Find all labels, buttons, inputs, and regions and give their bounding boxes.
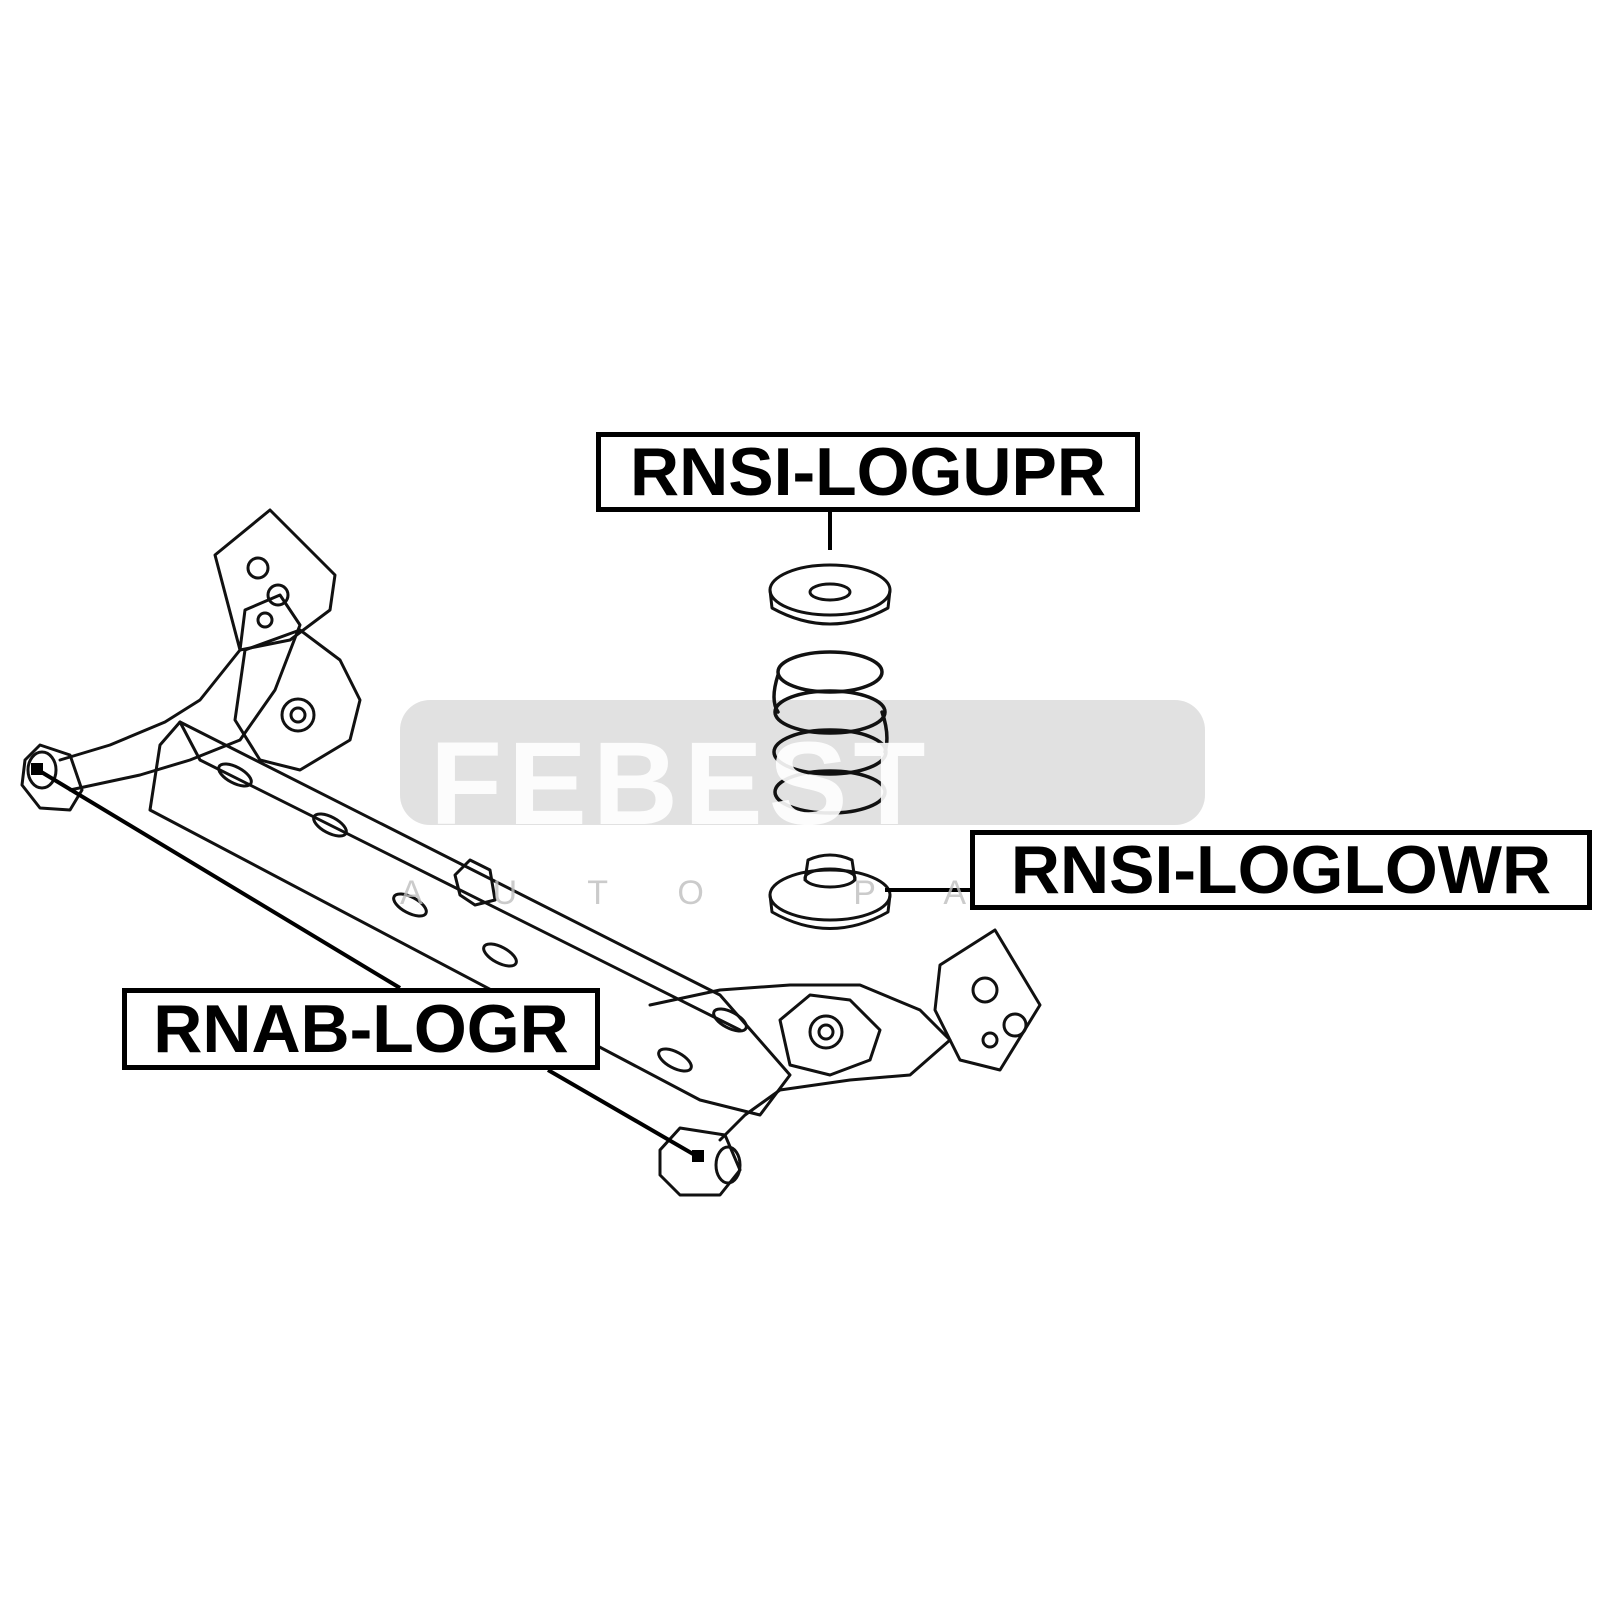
upper-spring-insulator <box>768 563 892 626</box>
bracket-hole <box>246 556 270 580</box>
beam-slot <box>482 942 518 968</box>
bracket-hole <box>981 1031 999 1049</box>
beam-slot <box>312 812 348 838</box>
left-bracket-plate <box>213 508 337 652</box>
bracket-hole <box>256 611 274 629</box>
left-seat-hole <box>280 697 316 733</box>
part-label-upper-insulator: RNSI-LOGUPR <box>596 432 1140 512</box>
center-clip <box>453 858 497 907</box>
watermark-logo: FEBEST <box>430 718 932 850</box>
beam-slot <box>392 892 428 918</box>
bracket-hole <box>1002 1012 1028 1038</box>
lower-spring-insulator <box>768 853 892 930</box>
bracket-hole <box>971 976 999 1004</box>
leader-end-marker-right <box>692 1150 704 1162</box>
left-seat-hole-inner <box>289 706 307 724</box>
right-seat-hole-inner <box>817 1023 835 1041</box>
part-label-lower-insulator: RNSI-LOGLOWR <box>970 830 1592 910</box>
right-spring-seat <box>778 993 882 1077</box>
left-bushing <box>20 743 84 812</box>
axle-beam-inner-edge <box>178 720 742 1032</box>
beam-slot <box>217 762 253 788</box>
left-spring-seat <box>233 628 362 772</box>
right-seat-hole <box>808 1014 844 1050</box>
left-bushing-face <box>26 750 58 790</box>
coil-spring <box>772 650 889 815</box>
watermark-band <box>400 700 1205 825</box>
leader-end-marker-left <box>31 763 43 775</box>
right-bracket-plate <box>933 928 1042 1072</box>
beam-slot <box>657 1047 693 1073</box>
part-label-axle-bushing: RNAB-LOGR <box>122 988 600 1070</box>
left-trailing-arm <box>58 593 302 792</box>
leader-axle-right <box>546 1068 702 1160</box>
right-bushing-face <box>714 1145 742 1185</box>
leader-axle-left <box>36 768 402 990</box>
bracket-hole <box>266 583 290 607</box>
beam-slot <box>712 1007 748 1033</box>
